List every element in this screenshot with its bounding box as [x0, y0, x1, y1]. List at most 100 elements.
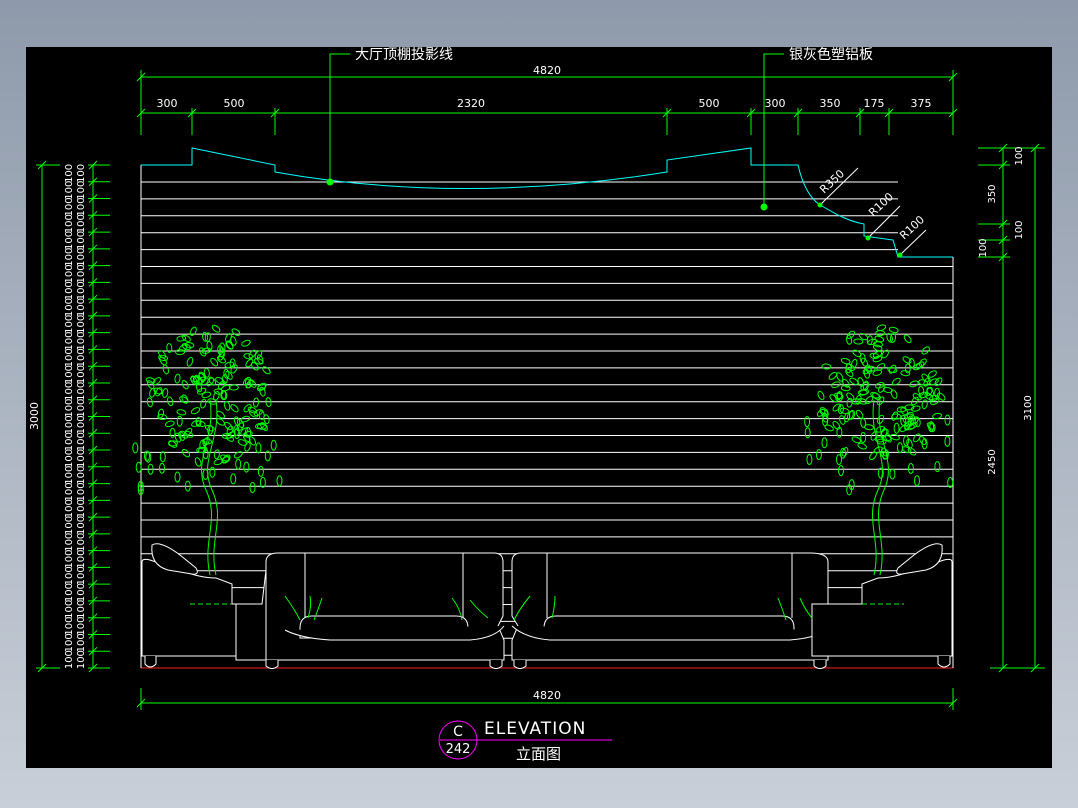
plant-leaf: [889, 333, 897, 343]
plant-leaf: [882, 450, 889, 460]
plant-leaf: [256, 354, 264, 365]
plant-leaf: [911, 396, 919, 406]
armchair-right: [811, 543, 953, 668]
plant-leaf: [932, 412, 943, 420]
plant-leaf: [247, 406, 258, 414]
plant-leaf: [872, 369, 883, 376]
plant-leaf: [176, 415, 183, 427]
plant-leaf: [876, 396, 885, 406]
callout-dot-ceiling: [326, 178, 334, 186]
plant-leaf: [243, 404, 252, 413]
left-tick-label: 100: [76, 264, 87, 283]
left-tick-label: 100: [64, 583, 75, 602]
plant-leaf: [213, 390, 220, 401]
left-tick-slash: [88, 596, 98, 606]
plant-leaf: [204, 424, 215, 432]
radius-leaders: [819, 167, 927, 256]
plant-leaf: [882, 386, 893, 394]
left-tick-label: 100: [76, 566, 87, 585]
left-tick-slash: [88, 345, 98, 354]
plant-leaf: [213, 449, 220, 460]
plant-leaf: [230, 473, 237, 485]
left-tick-slash: [88, 311, 98, 321]
plant-leaf: [216, 356, 226, 364]
plant-leaf: [174, 432, 182, 443]
callout-panel-material: 银灰色塑铝板: [789, 47, 873, 63]
left-tick-label: 100: [64, 281, 75, 300]
plant-leaf: [846, 392, 855, 401]
plant-leaf: [889, 468, 896, 480]
left-tick-label: 100: [76, 214, 87, 233]
left-tick-label: 100: [64, 466, 75, 485]
plant-leaf: [869, 451, 878, 461]
ceiling-profile: [141, 147, 953, 258]
plant-leaf: [221, 390, 228, 401]
plant-leaf: [904, 363, 911, 374]
plant-leaf: [244, 378, 252, 389]
plant-leaf: [189, 326, 197, 336]
plant-leaf: [228, 384, 239, 391]
plant-leaf: [804, 416, 811, 428]
plant-leaf: [147, 463, 154, 475]
plant-leaf: [840, 447, 846, 459]
plant-leaf: [157, 408, 165, 419]
left-tick-label: 100: [76, 466, 87, 485]
left-tick-slash: [88, 462, 98, 472]
plant-leaf: [248, 436, 257, 446]
cad-drawing-viewport[interactable]: 大厅顶棚投影线 银灰色塑铝板 R350 R100 R100 4820: [26, 47, 1052, 768]
plant-leaf: [245, 426, 251, 438]
plant-leaf: [859, 353, 866, 364]
plant-leaf: [913, 433, 921, 443]
callout-dot-panel: [760, 203, 768, 211]
left-tick-slash: [88, 546, 98, 555]
plant-leaf: [265, 397, 272, 408]
radius-dot: [897, 252, 903, 258]
plant-leaf: [174, 373, 181, 384]
plant-leaf: [243, 353, 254, 360]
left-tick-label: 100: [64, 365, 75, 384]
plant-leaf: [221, 456, 231, 464]
left-tick-slash: [88, 646, 98, 656]
plant-trunk: [871, 399, 883, 576]
plant-leaf: [204, 332, 211, 343]
plant-leaf: [201, 391, 212, 399]
plant-left: [132, 324, 283, 576]
plant-leaf: [815, 449, 822, 461]
plant-leaf: [876, 363, 886, 371]
bottom-overall-dimension: [136, 688, 958, 710]
plant-leaf: [264, 450, 271, 462]
plant-leaf: [259, 386, 266, 397]
elevation-drawing: 大厅顶棚投影线 银灰色塑铝板 R350 R100 R100 4820: [28, 47, 1045, 763]
plant-leaf: [208, 376, 217, 386]
left-tick-label: 100: [64, 617, 75, 636]
left-tick-label: 100: [64, 248, 75, 267]
plant-leaf: [256, 423, 267, 430]
plant-leaf: [195, 420, 206, 427]
plant-leaf: [217, 345, 224, 356]
radius-label-r100-b: R100: [897, 213, 927, 242]
left-tick-slash: [88, 630, 98, 639]
plant-leaf: [855, 409, 864, 419]
plant-leaf: [890, 433, 900, 441]
plant-leaf: [891, 377, 901, 386]
dim-top-1: 300: [157, 97, 178, 110]
left-tick-slash: [88, 428, 98, 438]
plant-leaf: [918, 358, 927, 367]
left-tick-label: 100: [64, 432, 75, 451]
plant-leaf: [249, 482, 256, 493]
plant-leaf: [836, 426, 843, 438]
left-tick-slash: [88, 395, 98, 405]
left-tick-label: 100: [76, 499, 87, 518]
plant-leaf: [206, 340, 213, 351]
plant-leaf: [229, 358, 236, 369]
left-tick-label: 100: [64, 348, 75, 367]
plant-leaf: [840, 357, 851, 365]
plant-leaf: [897, 442, 903, 454]
left-tick-slash: [88, 278, 98, 287]
plant-leaf: [849, 377, 859, 385]
plant-leaf: [202, 437, 210, 447]
plant-leaf: [934, 461, 941, 473]
plant-leaf: [209, 466, 216, 478]
plant-leaf: [899, 424, 909, 432]
left-tick-label: 100: [76, 432, 87, 451]
